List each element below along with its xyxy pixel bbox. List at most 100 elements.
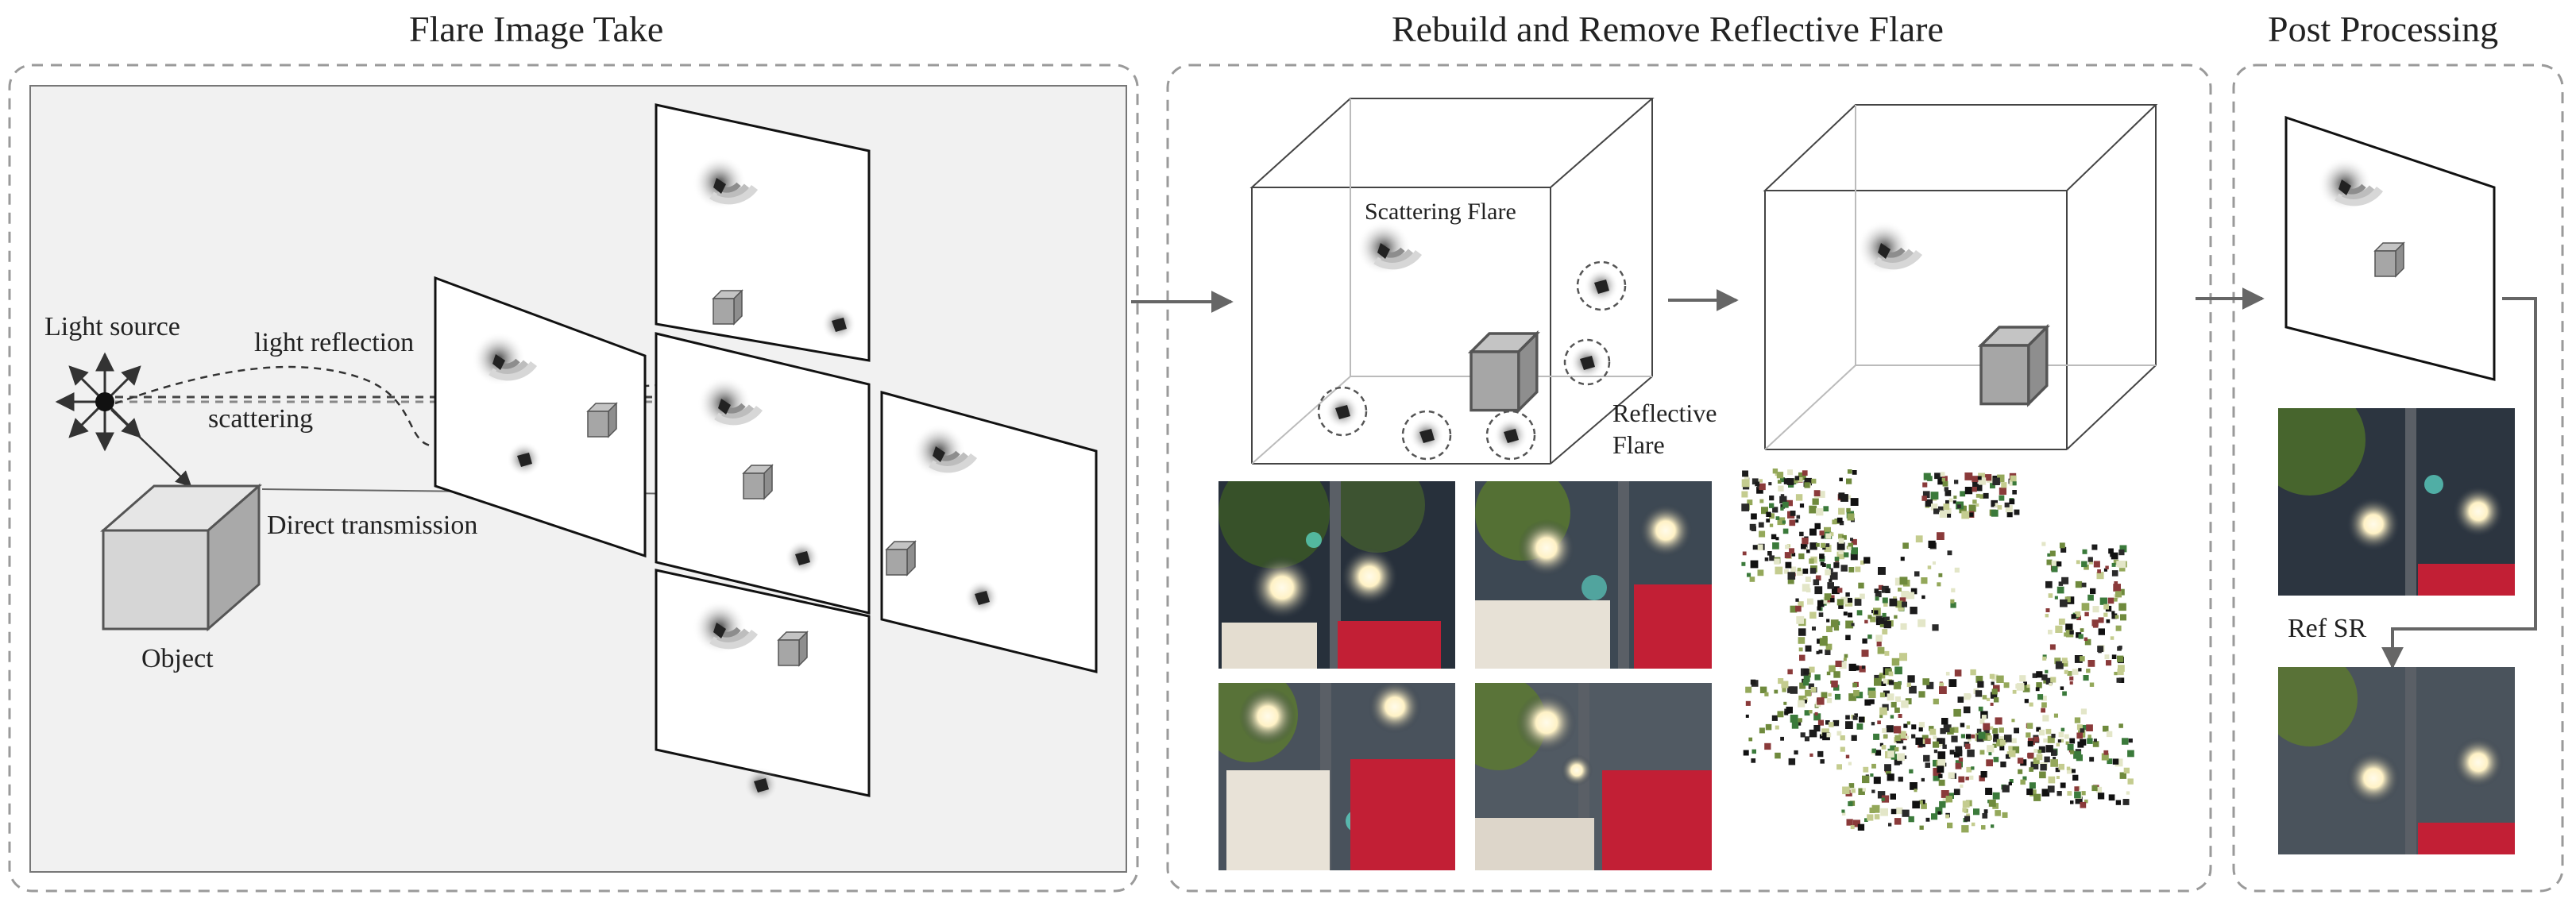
point-cloud-point — [1745, 714, 1749, 718]
point-cloud-point — [1845, 754, 1850, 758]
point-cloud-point — [1860, 560, 1865, 565]
point-cloud-point — [1888, 680, 1894, 685]
point-cloud-point — [1934, 472, 1941, 480]
point-cloud-point — [1833, 625, 1840, 631]
point-cloud-point — [1861, 665, 1865, 669]
point-cloud-point — [2076, 732, 2083, 739]
point-cloud-point — [1852, 715, 1858, 720]
point-cloud-point — [2090, 588, 2096, 595]
point-cloud-point — [2005, 505, 2013, 513]
point-cloud-point — [1785, 545, 1790, 550]
point-cloud-point — [2097, 646, 2104, 653]
point-cloud-point — [1948, 679, 1957, 687]
point-cloud-point — [1918, 619, 1926, 627]
point-cloud-point — [1842, 534, 1847, 540]
point-cloud-point — [2110, 636, 2114, 640]
point-cloud-point — [1842, 786, 1850, 795]
point-cloud-point — [1899, 577, 1908, 585]
point-cloud-point — [1914, 789, 1918, 793]
point-cloud-point — [1848, 762, 1852, 766]
point-cloud-point — [1764, 742, 1771, 750]
point-cloud-point — [1891, 658, 1900, 666]
point-cloud-point — [1811, 478, 1817, 484]
point-cloud-point — [1894, 666, 1902, 675]
point-cloud-point — [1809, 729, 1817, 738]
point-cloud-point — [1990, 483, 1995, 489]
point-cloud-point — [2049, 682, 2053, 687]
point-cloud-point — [1977, 681, 1984, 688]
point-cloud-point — [1847, 469, 1852, 474]
point-cloud-point — [1894, 615, 1898, 619]
point-cloud-point — [2050, 677, 2057, 683]
point-cloud-point — [2119, 545, 2127, 553]
point-cloud-point — [1921, 595, 1925, 600]
point-cloud-point — [1759, 530, 1766, 538]
point-cloud-point — [2101, 753, 2109, 761]
point-cloud-point — [1822, 546, 1826, 550]
point-cloud-point — [2012, 481, 2017, 486]
point-cloud-point — [2099, 597, 2107, 605]
point-cloud-point — [1882, 597, 1888, 604]
point-cloud-point — [2081, 582, 2087, 588]
point-cloud-point — [1990, 692, 1998, 699]
point-cloud-point — [2114, 597, 2118, 602]
point-cloud-point — [1804, 477, 1812, 486]
point-cloud-point — [1944, 487, 1948, 492]
point-cloud-point — [1977, 476, 1982, 480]
point-cloud-point — [1783, 701, 1787, 705]
point-cloud-point — [1833, 719, 1840, 727]
point-cloud-point — [2072, 669, 2079, 675]
point-cloud-point — [1875, 591, 1882, 598]
point-cloud-point — [1884, 650, 1890, 656]
point-cloud-point — [1771, 534, 1777, 540]
point-cloud-point — [1852, 820, 1860, 827]
point-cloud-point — [1921, 803, 1927, 809]
point-cloud-point — [1828, 692, 1832, 697]
point-cloud-point — [1795, 605, 1802, 612]
point-cloud-point — [1958, 758, 1964, 762]
point-cloud-point — [1847, 513, 1855, 521]
point-cloud-point — [1786, 499, 1793, 507]
point-cloud-point — [1993, 734, 1999, 740]
point-cloud-point — [1741, 479, 1750, 488]
point-cloud-point — [1879, 692, 1885, 698]
point-cloud-point — [1853, 690, 1860, 696]
point-cloud-point — [2041, 696, 2047, 701]
point-cloud-point — [2074, 791, 2081, 799]
point-cloud-point — [2087, 738, 2093, 744]
point-cloud-point — [2042, 656, 2047, 661]
point-cloud-point — [2080, 628, 2084, 632]
point-cloud-point — [2070, 750, 2075, 754]
point-cloud-point — [1960, 723, 1965, 727]
point-cloud-point — [1802, 470, 1808, 476]
point-cloud-point — [1921, 496, 1927, 501]
point-cloud-point — [1750, 679, 1756, 685]
point-cloud-point — [1841, 809, 1845, 813]
point-cloud-point — [2061, 658, 2068, 664]
point-cloud-point — [1877, 720, 1881, 724]
point-cloud-point — [2081, 603, 2090, 611]
point-cloud-point — [1966, 766, 1972, 773]
point-cloud-point — [2043, 678, 2049, 684]
point-cloud-point — [1922, 491, 1930, 499]
point-cloud-point — [1938, 773, 1943, 778]
point-cloud-point — [1848, 783, 1855, 789]
point-cloud-point — [2037, 750, 2042, 754]
point-cloud-point — [1909, 685, 1917, 694]
point-cloud-point — [1846, 495, 1852, 499]
point-cloud-point — [2087, 735, 2091, 739]
point-cloud-point — [1938, 573, 1943, 577]
point-cloud-point — [2111, 570, 2118, 577]
point-cloud-point — [2103, 604, 2109, 610]
point-cloud-point — [1791, 722, 1799, 729]
point-cloud-point — [1888, 823, 1892, 827]
point-cloud-point — [1775, 725, 1779, 730]
point-cloud-point — [1881, 795, 1890, 803]
point-cloud-point — [1819, 530, 1825, 536]
point-cloud-point — [1816, 508, 1824, 516]
point-cloud-point — [1789, 548, 1794, 554]
point-cloud-point — [1829, 665, 1836, 673]
point-cloud-point — [1821, 542, 1826, 548]
point-cloud-point — [1826, 619, 1830, 623]
point-cloud-point — [1769, 555, 1775, 561]
